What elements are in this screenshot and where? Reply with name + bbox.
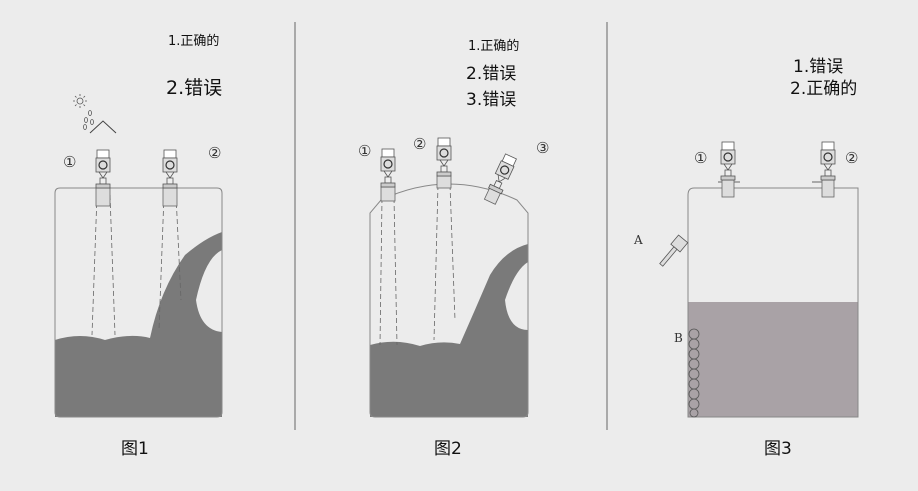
tank-outline xyxy=(54,187,223,418)
tank-figure-2 xyxy=(369,137,529,418)
note-1: 1.错误 xyxy=(793,57,844,77)
radar-beam xyxy=(379,184,456,346)
marker-2: ② xyxy=(413,135,427,153)
radar-level-sensor-icon xyxy=(820,141,836,181)
liquid xyxy=(55,232,222,417)
marker-3: ③ xyxy=(536,139,550,157)
radar-level-sensor-icon xyxy=(720,141,736,181)
liquid xyxy=(688,302,858,417)
liquid xyxy=(370,244,528,417)
radar-level-sensor-icon xyxy=(95,149,111,189)
marker-2: ② xyxy=(208,144,222,162)
tank-outline xyxy=(687,187,859,418)
radar-level-sensor-icon xyxy=(380,148,396,188)
sunshade-cover-icon xyxy=(89,120,117,134)
note-2: 2.错误 xyxy=(466,64,517,84)
caption-figure-2: 图2 xyxy=(434,439,462,459)
marker-1: ① xyxy=(63,153,77,171)
note-1: 1.正确的 xyxy=(468,39,520,54)
tank-figure-1 xyxy=(54,94,223,418)
label-a: A xyxy=(634,233,643,247)
note-3: 3.错误 xyxy=(466,90,517,110)
marker-2: ② xyxy=(845,149,859,167)
caption-figure-1: 图1 xyxy=(121,439,149,459)
rain-drops-icon xyxy=(83,110,94,130)
marker-1: ① xyxy=(358,142,372,160)
radar-level-sensor-icon xyxy=(162,149,178,189)
note-2: 2.错误 xyxy=(166,77,223,99)
switch-a-icon xyxy=(659,234,689,267)
note-1: 1.正确的 xyxy=(168,34,220,49)
sun-icon xyxy=(73,94,87,108)
radar-level-sensor-icon xyxy=(487,152,518,195)
note-2: 2.正确的 xyxy=(790,79,858,99)
sensor-b-stack-icon xyxy=(688,328,700,418)
radar-level-sensor-icon xyxy=(436,137,452,177)
marker-1: ① xyxy=(694,149,708,167)
tank-outline xyxy=(369,183,529,418)
caption-figure-3: 图3 xyxy=(764,439,792,459)
tank-figure-3 xyxy=(659,141,859,418)
label-b: B xyxy=(674,331,683,345)
